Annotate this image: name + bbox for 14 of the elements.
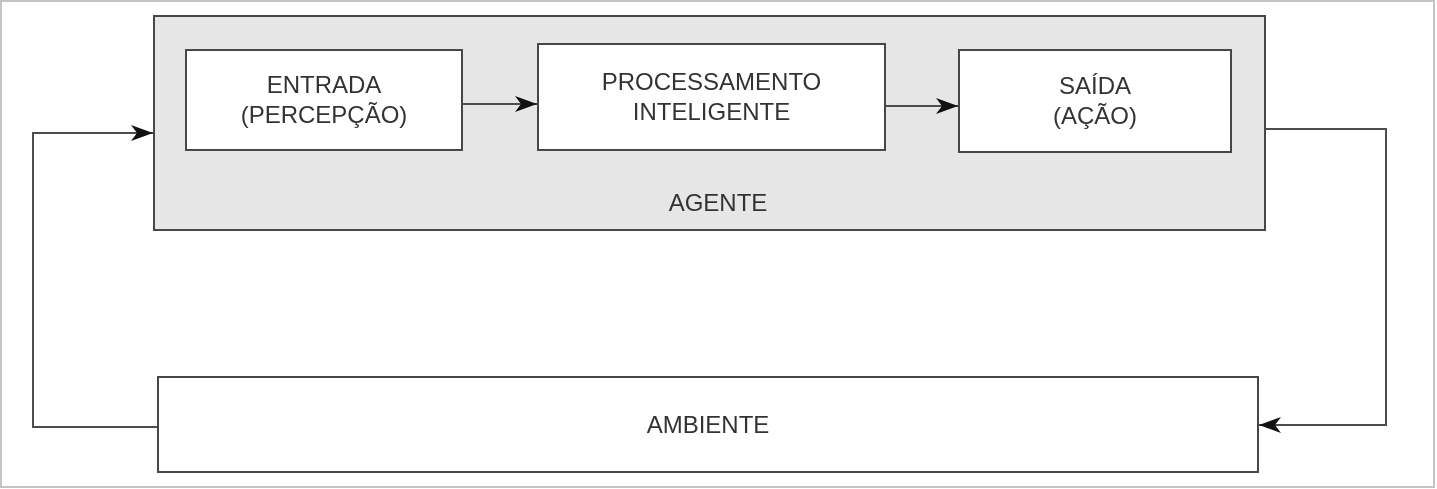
process-box <box>185 49 463 151</box>
node-label: AGENTE <box>668 188 768 218</box>
process-box <box>157 376 1259 473</box>
container-box <box>153 15 1266 231</box>
node-label: PROCESSAMENTO INTELIGENTE <box>600 67 823 127</box>
node-label: SAÍDA (AÇÃO) <box>1052 71 1138 131</box>
process-box <box>537 43 886 151</box>
node-label: AMBIENTE <box>646 409 770 440</box>
process-box <box>958 49 1232 153</box>
arrow <box>1258 128 1387 433</box>
arrow <box>32 125 158 428</box>
arrow <box>462 96 538 112</box>
node-label: ENTRADA (PERCEPÇÃO) <box>239 70 409 130</box>
arrow <box>885 98 959 114</box>
